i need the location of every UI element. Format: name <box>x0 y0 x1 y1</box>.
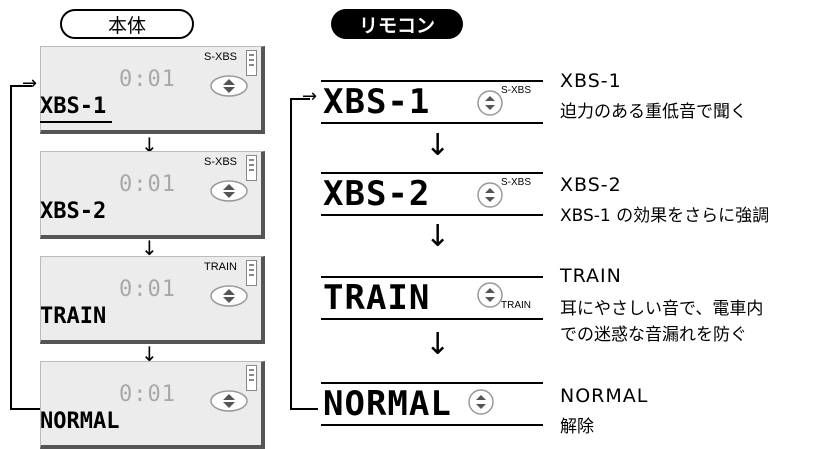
down-arrow: ↓ <box>425 219 451 254</box>
display-tag: TRAIN <box>204 261 237 273</box>
dial-icon <box>477 182 503 208</box>
desc-body-train-1: 耳にやさしい音で、電車内 <box>560 299 764 319</box>
down-arrow: ↓ <box>425 128 451 163</box>
remote-tag: TRAIN <box>501 300 531 311</box>
unit-header: 本体 <box>60 9 194 39</box>
display-time: 0:01 <box>119 172 176 197</box>
unit-loop-arrow: → <box>22 73 38 94</box>
remote-tag: S-XBS <box>501 85 532 96</box>
display-mode: NORMAL <box>40 409 120 434</box>
remote-bar-bottom <box>321 122 543 124</box>
display-time: 0:01 <box>119 382 176 407</box>
dial-icon <box>477 90 503 116</box>
dial-icon <box>210 390 248 412</box>
remote-bar-top <box>321 172 543 174</box>
desc-body-normal: 解除 <box>560 417 594 437</box>
remote-mode: NORMAL <box>323 384 452 424</box>
desc-title-train: TRAIN <box>560 265 622 287</box>
remote-loop-line-top <box>290 98 310 100</box>
remote-mode: XBS-1 <box>323 82 431 122</box>
remote-header: リモコン <box>331 9 463 39</box>
desc-title-xbs1: XBS-1 <box>560 70 622 92</box>
dial-icon <box>210 180 248 202</box>
unit-display-xbs1: S-XBS 0:01 XBS-1 <box>40 46 265 134</box>
unit-display-train: TRAIN 0:01 TRAIN <box>40 256 265 344</box>
down-arrow: ↓ <box>141 236 158 260</box>
remote-tag: S-XBS <box>501 177 532 188</box>
remote-loop-line-bottom <box>290 408 318 410</box>
remote-display-xbs1: XBS-1 S-XBS <box>321 80 543 124</box>
display-time: 0:01 <box>119 277 176 302</box>
remote-loop-line-vertical <box>290 98 292 410</box>
remote-bar-top <box>321 80 543 82</box>
display-tag: S-XBS <box>204 156 238 168</box>
remote-bar-bottom <box>321 424 543 426</box>
unit-loop-line-vertical <box>10 85 12 410</box>
desc-body-xbs2: XBS-1 の効果をさらに強調 <box>560 206 770 226</box>
level-bars-icon <box>246 365 257 391</box>
desc-body-xbs1: 迫力のある重低音で聞く <box>560 102 747 122</box>
remote-mode: XBS-2 <box>323 174 431 214</box>
unit-display-normal: 0:01 NORMAL <box>40 361 265 449</box>
unit-loop-line-bottom <box>10 408 40 410</box>
remote-mode: TRAIN <box>323 278 431 318</box>
dial-icon <box>477 282 503 308</box>
remote-bar-bottom <box>321 318 543 320</box>
desc-title-xbs2: XBS-2 <box>560 174 622 196</box>
display-mode: XBS-1 <box>40 94 107 119</box>
remote-display-train: TRAIN TRAIN <box>321 276 543 320</box>
dial-icon <box>468 389 494 415</box>
remote-bar-top <box>321 382 543 384</box>
level-bars-icon <box>246 260 257 286</box>
desc-title-normal: NORMAL <box>560 385 649 407</box>
display-tag: S-XBS <box>204 51 238 63</box>
down-arrow: ↓ <box>141 342 158 366</box>
remote-display-xbs2: XBS-2 S-XBS <box>321 172 543 216</box>
display-mode: TRAIN <box>40 304 107 329</box>
display-time: 0:01 <box>119 67 176 92</box>
down-arrow: ↓ <box>425 327 451 362</box>
level-bars-icon <box>246 155 257 181</box>
desc-body-train-2: での迷惑な音漏れを防ぐ <box>560 325 747 345</box>
display-mode: XBS-2 <box>40 199 107 224</box>
unit-loop-line-top <box>10 85 32 87</box>
unit-display-xbs2: S-XBS 0:01 XBS-2 <box>40 151 265 239</box>
dial-icon <box>210 285 248 307</box>
remote-bar-top <box>321 276 543 278</box>
level-bars-icon <box>246 50 257 76</box>
remote-bar-bottom <box>321 214 543 216</box>
down-arrow: ↓ <box>141 133 158 157</box>
remote-loop-arrow: → <box>302 86 318 107</box>
mode-underline <box>40 121 112 123</box>
dial-icon <box>210 75 248 97</box>
remote-display-normal: NORMAL <box>321 382 543 426</box>
